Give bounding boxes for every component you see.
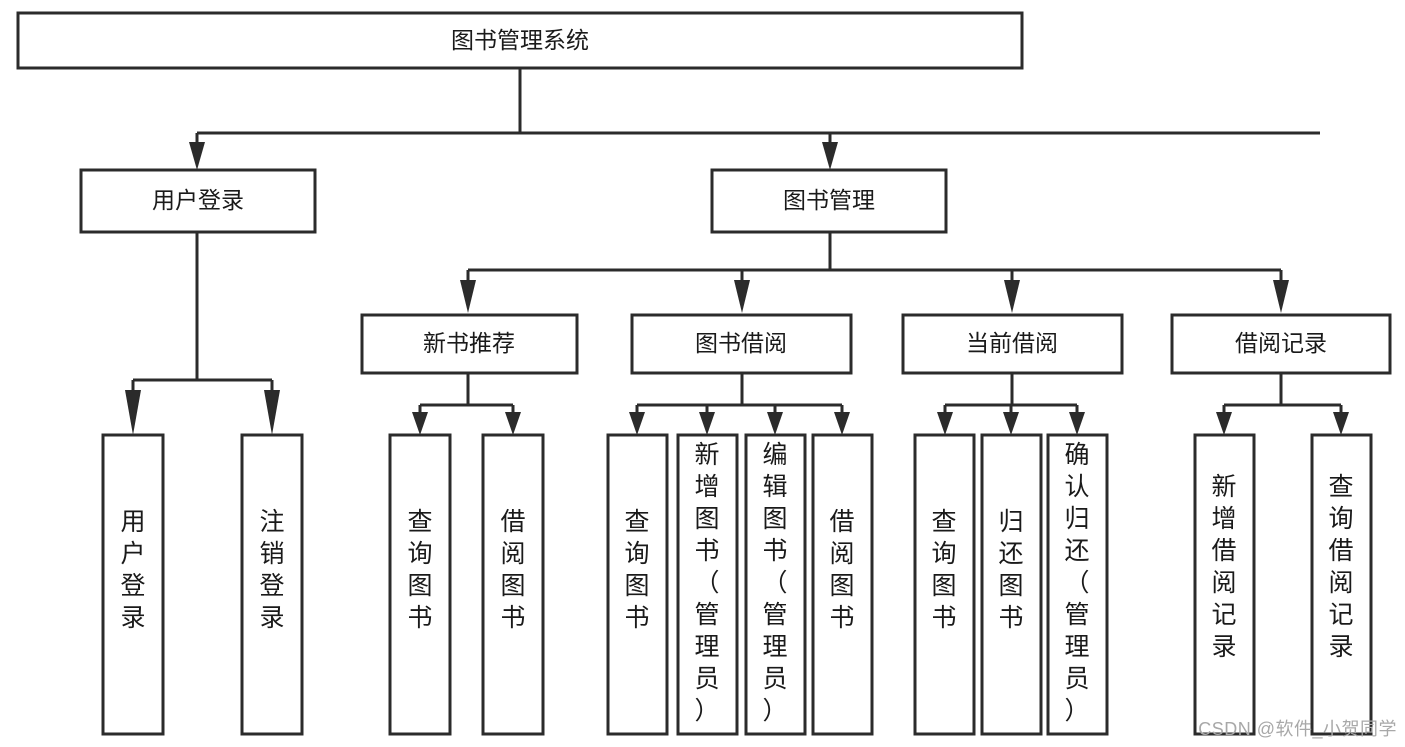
leaf-node[interactable]: 查询图书 [606,433,669,736]
connector-newbook-to-leaves [412,373,521,435]
leaf-node[interactable]: 查询图书 [388,433,452,736]
leaf-borrow-book-2-label: 借阅图书 [829,508,854,632]
connector-bookmgmt-to-level3 [460,232,1289,313]
connector-userlogin-to-leaves [125,232,280,435]
node-new-book-recommend-label: 新书推荐 [423,330,515,356]
leaf-confirm-return-label: 确认归还（管理员） [1064,441,1089,725]
node-new-book-recommend[interactable]: 新书推荐 [360,313,579,375]
leaf-query-book-3-label: 查询图书 [931,508,956,632]
node-root-label: 图书管理系统 [451,27,589,53]
connector-bookborrow-to-leaves [629,373,850,435]
node-borrow-record-label: 借阅记录 [1235,330,1327,356]
leaf-node[interactable]: 查询图书 [913,433,976,736]
leaf-user-login-label: 用户登录 [120,508,145,632]
leaf-edit-book-label: 编辑图书（管理员） [762,441,787,725]
node-book-borrow[interactable]: 图书借阅 [630,313,853,375]
node-user-login-label: 用户登录 [152,187,244,213]
node-current-borrow-label: 当前借阅 [966,330,1058,356]
leaf-query-book-1-label: 查询图书 [407,508,432,632]
node-root-book-management-system[interactable]: 图书管理系统 [16,11,1024,70]
leaf-add-book-label: 新增图书（管理员） [694,441,719,725]
node-book-management[interactable]: 图书管理 [710,168,948,234]
leaf-logout-label: 注销登录 [259,508,284,632]
node-book-borrow-label: 图书借阅 [695,330,787,356]
leaf-node[interactable]: 借阅图书 [811,433,874,736]
connector-borrowrecord-to-leaves [1216,373,1349,435]
leaf-borrow-book-1-label: 借阅图书 [500,508,525,632]
leaf-node[interactable]: 归还图书 [980,433,1043,736]
leaf-node[interactable]: 新增借阅记录 [1193,433,1256,736]
leaf-return-book-label: 归还图书 [998,508,1023,632]
node-borrow-record[interactable]: 借阅记录 [1170,313,1392,375]
leaf-node[interactable]: 编辑图书（管理员） [744,433,807,736]
leaf-node[interactable]: 确认归还（管理员） [1046,433,1109,736]
node-book-management-label: 图书管理 [783,187,875,213]
connector-currentborrow-to-leaves [937,373,1085,435]
leaf-node[interactable]: 查询借阅记录 [1310,433,1373,736]
leaf-query-book-2-label: 查询图书 [624,508,649,632]
leaf-add-borrow-record-label: 新增借阅记录 [1211,473,1236,661]
connector-root-to-level2 [189,68,1320,170]
leaf-node[interactable]: 借阅图书 [481,433,545,736]
node-current-borrow[interactable]: 当前借阅 [901,313,1124,375]
leaf-node[interactable]: 注销登录 [240,433,304,736]
leaf-query-borrow-record-label: 查询借阅记录 [1328,473,1353,661]
node-user-login[interactable]: 用户登录 [79,168,317,234]
leaf-node[interactable]: 用户登录 [101,433,165,736]
leaf-node[interactable]: 新增图书（管理员） [676,433,739,736]
